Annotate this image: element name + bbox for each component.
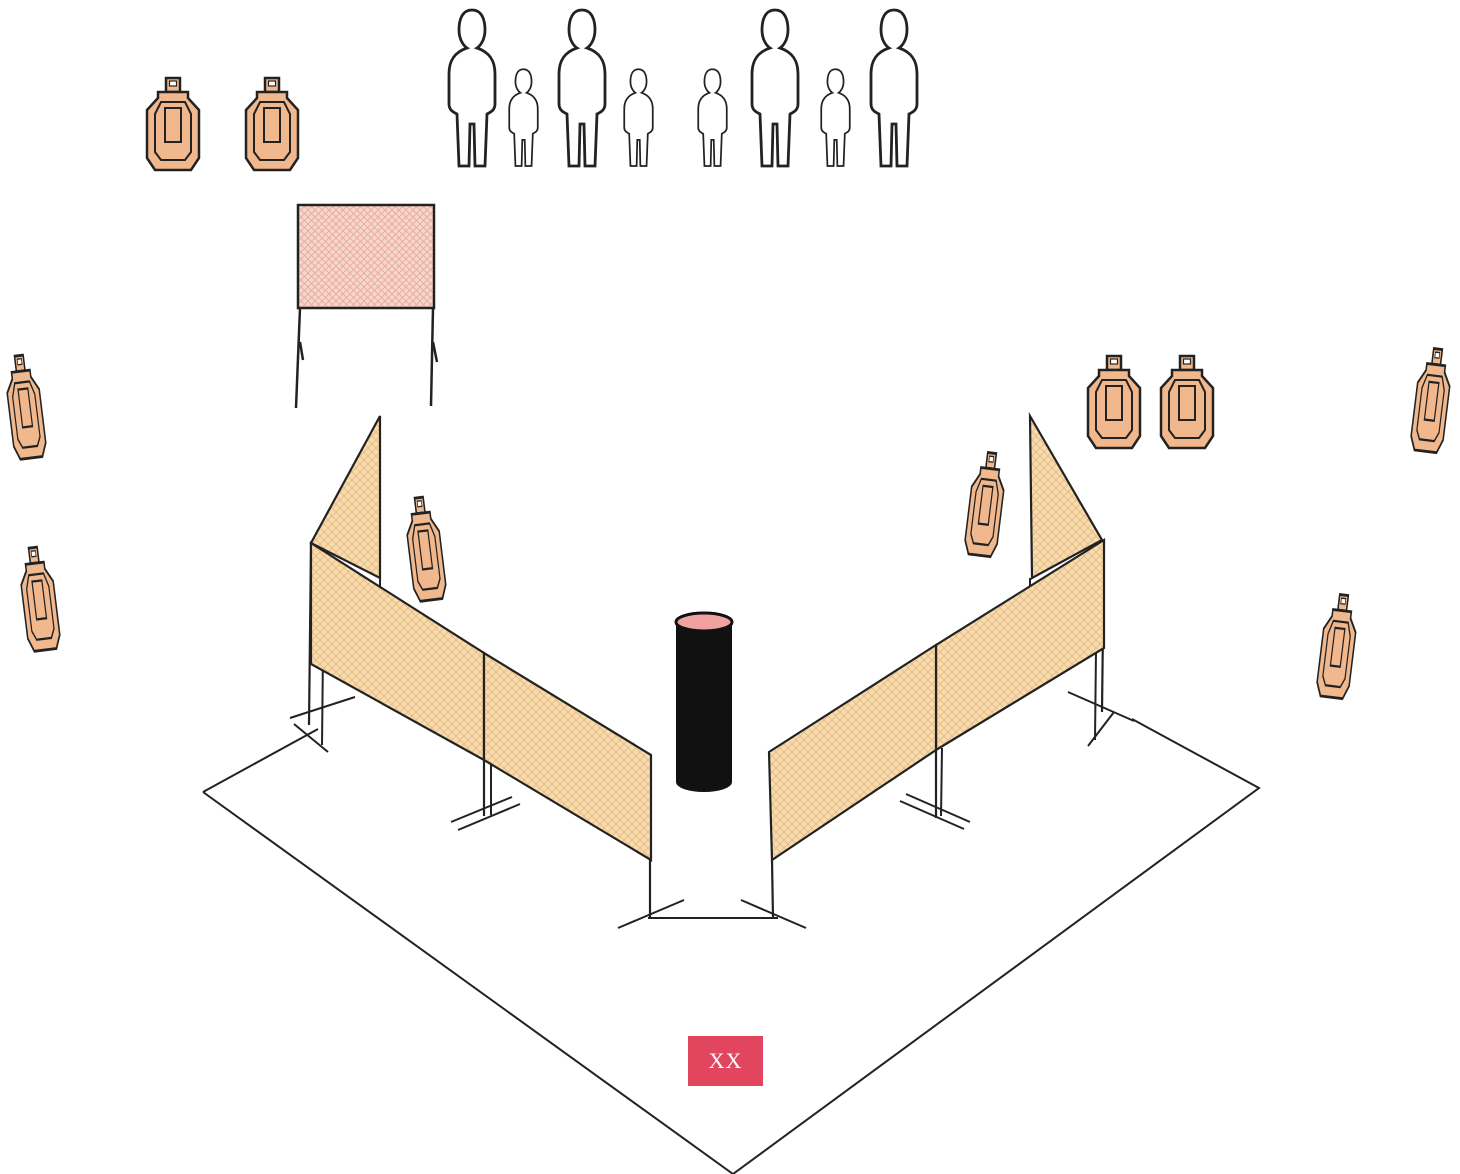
ipsc-paper-target-icon — [1159, 354, 1215, 450]
no-shoot-silhouette-icon — [750, 8, 800, 168]
ipsc-paper-target-icon — [145, 76, 201, 172]
ipsc-paper-target-icon — [1314, 591, 1362, 701]
no-shoot-silhouette-icon — [697, 68, 728, 167]
ipsc-paper-target-icon — [401, 494, 449, 604]
ipsc-paper-target-icon — [962, 449, 1010, 559]
barrel-icon — [674, 611, 734, 792]
no-shoot-silhouette-icon — [508, 68, 539, 167]
ipsc-paper-target-icon — [1086, 354, 1142, 450]
ipsc-paper-target-icon — [1, 352, 49, 462]
stage-floor-outline — [202, 718, 1261, 1174]
start-position-label: XX — [709, 1048, 743, 1073]
no-shoot-silhouette-icon — [557, 8, 607, 168]
no-shoot-silhouette-icon — [869, 8, 919, 168]
no-shoot-silhouette-icon — [623, 68, 654, 167]
no-shoot-silhouette-icon — [447, 8, 497, 168]
hard-cover-panel — [294, 203, 439, 409]
start-position-marker: XX — [688, 1036, 763, 1086]
no-shoot-silhouette-icon — [820, 68, 851, 167]
ipsc-paper-target-icon — [1408, 345, 1456, 455]
ipsc-paper-target-icon — [15, 544, 63, 654]
ipsc-paper-target-icon — [244, 76, 300, 172]
right-barricade-wall — [740, 411, 1135, 929]
left-barricade-wall — [289, 415, 685, 929]
no-shoot-group — [447, 8, 919, 168]
